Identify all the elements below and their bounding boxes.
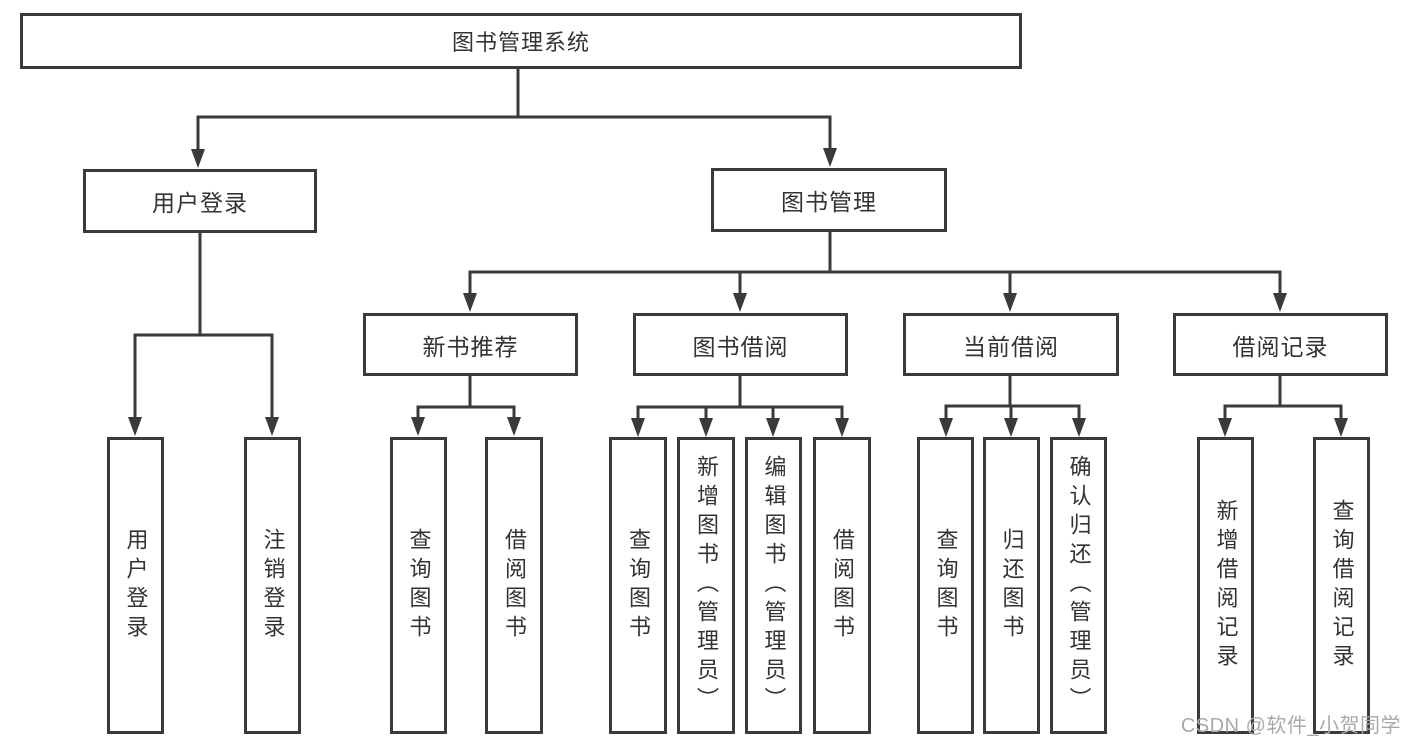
leaf-return-book: 归还图书 (983, 437, 1040, 734)
leaf-borrow-book-recommend: 借阅图书 (485, 437, 543, 734)
leaf-borrow-book: 借阅图书 (813, 437, 871, 734)
node-label: 借阅记录 (1232, 333, 1329, 360)
node-label: 注销登录 (260, 527, 286, 644)
node-label: 图书管理系统 (451, 30, 590, 55)
node-book-borrowing: 图书借阅 (633, 313, 848, 376)
leaf-confirm-return-admin: 确认归还（管理员） (1050, 437, 1107, 734)
leaf-logout: 注销登录 (244, 437, 301, 734)
node-label: 新书推荐 (422, 333, 519, 360)
node-current-borrowing: 当前借阅 (903, 313, 1119, 376)
node-new-book-recommend: 新书推荐 (363, 313, 578, 376)
node-label: 新增图书（管理员） (694, 455, 719, 716)
csdn-watermark: CSDN @软件_小贺同学 (1180, 715, 1401, 737)
node-label: 用户登录 (152, 190, 248, 216)
node-book-management: 图书管理 (711, 168, 947, 232)
node-label: 图书管理 (781, 189, 877, 215)
arrowheads (128, 148, 1348, 437)
leaf-edit-book-admin: 编辑图书（管理员） (745, 437, 802, 734)
leaf-query-borrow-record: 查询借阅记录 (1313, 437, 1370, 734)
node-label: 当前借阅 (963, 333, 1059, 360)
leaf-add-book-admin: 新增图书（管理员） (677, 437, 735, 734)
node-library-management-system: 图书管理系统 (20, 13, 1022, 69)
node-label: 新增借阅记录 (1213, 498, 1239, 673)
node-label: 图书借阅 (692, 333, 789, 360)
node-label: 归还图书 (999, 527, 1025, 644)
node-label: 查询图书 (406, 527, 432, 644)
leaf-query-book-recommend: 查询图书 (390, 437, 447, 734)
leaf-query-book-borrowing: 查询图书 (609, 437, 667, 734)
leaf-add-borrow-record: 新增借阅记录 (1197, 437, 1254, 734)
node-label: 查询图书 (626, 527, 651, 644)
node-label: 借阅图书 (830, 527, 855, 644)
node-user-login: 用户登录 (83, 169, 317, 233)
node-borrowing-records: 借阅记录 (1173, 313, 1388, 376)
node-label: 查询图书 (933, 527, 959, 644)
node-label: 借阅图书 (502, 527, 527, 644)
node-label: 确认归还（管理员） (1066, 455, 1092, 716)
node-label: 查询借阅记录 (1329, 498, 1355, 673)
leaf-user-login: 用户登录 (107, 437, 164, 734)
node-label: 用户登录 (123, 527, 149, 644)
node-label: 编辑图书（管理员） (761, 455, 787, 716)
leaf-query-book-current: 查询图书 (917, 437, 974, 734)
